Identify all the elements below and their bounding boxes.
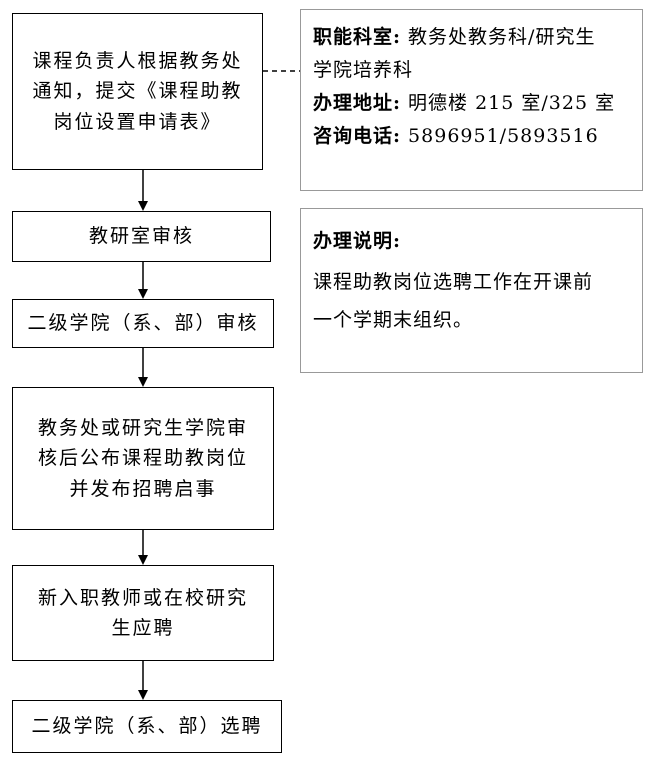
- notes-line-1-row: 课程助教岗位选聘工作在开课前: [313, 266, 632, 299]
- step-college-selection: 二级学院（系、部）选聘: [12, 700, 282, 753]
- step-publish-positions: 教务处或研究生学院审 核后公布课程助教岗位 并发布招聘启事: [12, 387, 274, 530]
- step-4-line-2: 核后公布课程助教岗位: [37, 447, 248, 470]
- step-5-line-2: 生应聘: [111, 617, 175, 639]
- step-submit-application: 课程负责人根据教务处 通知，提交《课程助教 岗位设置申请表》: [12, 13, 263, 170]
- step-5-line-1: 新入职教师或在校研究: [37, 586, 248, 609]
- step-apply: 新入职教师或在校研究 生应聘: [12, 565, 274, 661]
- step-3-line-1: 二级学院（系、部）审核: [27, 312, 259, 335]
- step-1-line-2: 通知，提交《课程助教: [32, 80, 243, 103]
- step-1-line-3: 岗位设置申请表》: [53, 110, 222, 133]
- phone-label: 咨询电话:: [313, 125, 402, 147]
- address-row: 办理地址: 明德楼 215 室/325 室: [313, 87, 632, 120]
- step-4-line-1: 教务处或研究生学院审: [37, 416, 248, 439]
- step-6-line-1: 二级学院（系、部）选聘: [31, 715, 263, 738]
- notes-title-row: 办理说明:: [313, 225, 632, 258]
- phone-row: 咨询电话: 5896951/5893516: [313, 120, 632, 153]
- notes-line-2-row: 一个学期末组织。: [313, 304, 632, 337]
- step-2-line-1: 教研室审核: [88, 225, 194, 248]
- notes-line-2: 一个学期末组织。: [313, 309, 474, 331]
- step-4-line-3: 并发布招聘启事: [69, 477, 217, 500]
- notes-title: 办理说明:: [313, 230, 402, 252]
- contact-info-panel: 职能科室: 教务处教务科/研究生 学院培养科 办理地址: 明德楼 215 室/3…: [300, 9, 643, 191]
- office-value-line-2: 学院培养科: [313, 59, 414, 81]
- notes-panel: 办理说明: 课程助教岗位选聘工作在开课前 一个学期末组织。: [300, 208, 643, 373]
- office-row-continued: 学院培养科: [313, 54, 632, 87]
- step-college-review: 二级学院（系、部）审核: [12, 299, 274, 348]
- office-row: 职能科室: 教务处教务科/研究生: [313, 21, 632, 54]
- step-teaching-office-review: 教研室审核: [12, 211, 271, 262]
- address-value: 明德楼 215 室/325 室: [401, 92, 616, 114]
- notes-line-1: 课程助教岗位选聘工作在开课前: [313, 271, 594, 293]
- office-label: 职能科室:: [313, 26, 402, 48]
- step-1-line-1: 课程负责人根据教务处: [32, 49, 243, 72]
- address-label: 办理地址:: [313, 92, 402, 114]
- phone-value: 5896951/5893516: [401, 125, 599, 147]
- office-value-line-1: 教务处教务科/研究生: [401, 26, 596, 48]
